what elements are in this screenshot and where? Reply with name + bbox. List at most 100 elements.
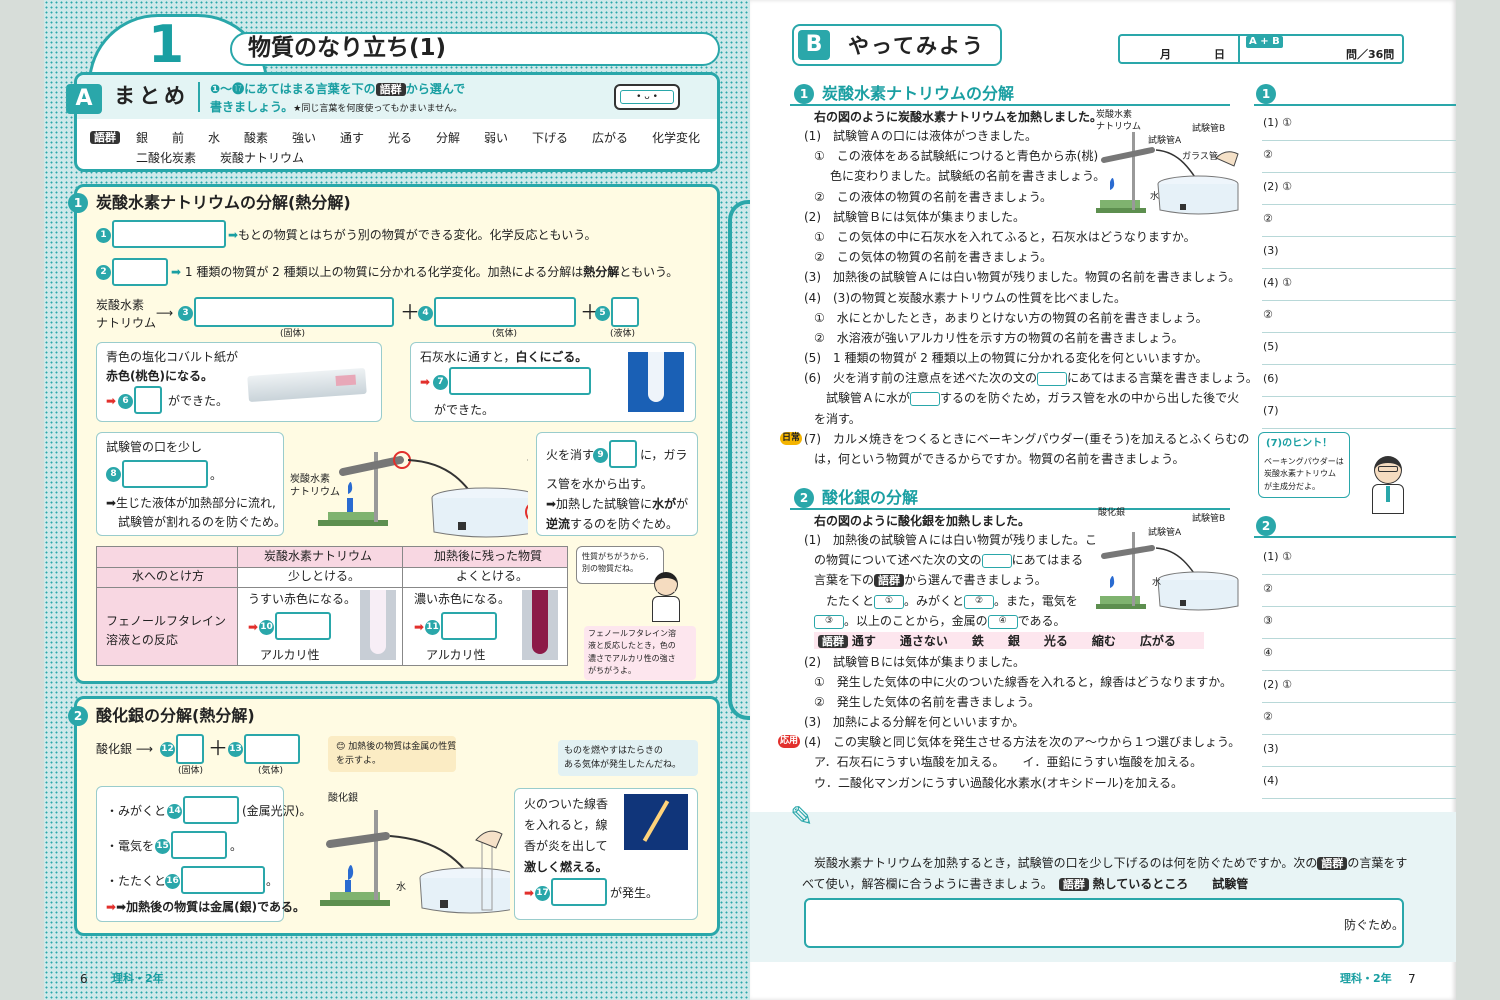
prop-polish: ・みがくと xyxy=(106,804,167,818)
teacher-character-icon xyxy=(1368,456,1408,514)
answer-box-6[interactable] xyxy=(134,386,162,414)
answer-box-12[interactable] xyxy=(176,734,204,764)
blank-1-num: 1 xyxy=(96,228,111,243)
prop-electric: ・電気を xyxy=(106,839,155,853)
blank-7-num: 7 xyxy=(433,375,448,390)
limewater-text-3: ができた。 xyxy=(434,403,495,417)
blank-11-num: 11 xyxy=(425,620,440,635)
plus-sign: ＋ xyxy=(580,300,600,324)
ans1-answer-line[interactable] xyxy=(1262,300,1456,301)
hint-text: ベーキングパウダーは炭酸水素ナトリウムが主成分だよ。 xyxy=(1264,457,1344,491)
ans1-answer-line[interactable] xyxy=(1262,268,1456,269)
hint-title: (7)のヒント！ xyxy=(1266,438,1333,449)
challenge-q2: べて使い，解答欄に合うように書きましょう。 語群 熱しているところ 試験管 xyxy=(802,877,1249,892)
r-q1-1: ① この液体をある試験紙につけると青色から赤(桃) xyxy=(814,149,1099,163)
answer-box-17[interactable] xyxy=(551,878,607,906)
r-intro1: 右の図のように炭酸水素ナトリウムを加熱しました。 xyxy=(814,110,1103,124)
blank-8-num: 8 xyxy=(106,467,121,482)
answer-box-2[interactable] xyxy=(112,258,168,286)
gogun-words-row1: 銀 前 水 酸素 強い 通す 光る 分解 弱い 下げる 広がる 化学変化 xyxy=(136,131,701,145)
page-title: 物質のなり立ち(1) xyxy=(248,35,447,61)
r-gogun: 語群 通す 通さない 鉄 銀 光る 縮む 広がる xyxy=(818,634,1176,649)
note-pink xyxy=(584,626,696,680)
answer-box-9[interactable] xyxy=(609,440,637,468)
ans2-answer-line[interactable] xyxy=(1262,574,1456,575)
section1-number: 1 xyxy=(68,193,88,213)
nichijo-badge: 日常 xyxy=(780,432,803,445)
challenge-answer-box[interactable] xyxy=(804,898,1404,948)
fire-text-1b: に，ガラ xyxy=(640,448,688,462)
fig1-label-glass: ガラス管 xyxy=(1182,152,1218,162)
ans1-answer-line[interactable] xyxy=(1262,172,1456,173)
badge-a: A xyxy=(66,84,102,114)
r-q3: (3) 加熱後の試験管Ａには白い物質が残りました。物質の名前を書きましょう。 xyxy=(804,270,1241,284)
dark-pink-test-tube-photo xyxy=(522,590,558,660)
liquid-label: (液体) xyxy=(610,329,636,339)
plus-sign: ＋ xyxy=(208,736,228,760)
fire-text-3: ➡加熱した試験管に水がが xyxy=(546,497,689,511)
ans2-answer-line[interactable] xyxy=(1262,606,1456,607)
speech-bubble-1 xyxy=(576,546,664,584)
r-q1: (1) 試験管Ａの口には液体がつきました。 xyxy=(804,129,1037,143)
ans2-answer-line[interactable] xyxy=(1262,798,1456,799)
arrow: ➡ xyxy=(524,886,535,900)
ans1-answer-line[interactable] xyxy=(1262,428,1456,429)
ans1-answer-line[interactable] xyxy=(1262,332,1456,333)
ans1-answer-line[interactable] xyxy=(1262,236,1456,237)
fig1-label-A: 試験管A xyxy=(1148,136,1182,146)
r-p2-1: ① 発生した気体の中に火のついた線香を入れると，線香はどうなりますか。 xyxy=(814,675,1233,689)
ans1-answer-line[interactable] xyxy=(1262,140,1456,141)
fig1-label-reactant: 炭酸水素ナトリウム xyxy=(1096,110,1142,132)
fig2-label-A: 試験管A xyxy=(1148,528,1182,538)
arrow: ➡ xyxy=(420,375,431,389)
answer-box-14[interactable] xyxy=(183,796,239,824)
answer-box-4[interactable] xyxy=(434,297,576,327)
table-row1-label: 水へのとけ方 xyxy=(132,569,205,583)
answer-box-11[interactable] xyxy=(441,612,497,640)
note-pink-text: フェノールフタレイン溶液と反応したとき，色の濃さでアルカリ性の強さがちがうよ。 xyxy=(588,629,676,676)
answer-box-10[interactable] xyxy=(275,612,331,640)
score-questions: 問／36問 xyxy=(1346,48,1395,61)
ans1-answer-line[interactable] xyxy=(1262,396,1456,397)
r-apparatus-2-diagram xyxy=(1096,532,1239,611)
silver-oxide-apparatus-diagram xyxy=(320,810,510,914)
ans1-label: (5) xyxy=(1263,340,1279,353)
ans2-label: (4) xyxy=(1263,774,1279,787)
ans1-answer-line[interactable] xyxy=(1262,204,1456,205)
answer-box-7[interactable] xyxy=(449,367,591,395)
blank-2-num: 2 xyxy=(96,265,111,280)
blank-17-num: 17 xyxy=(535,886,550,901)
answer-box-5[interactable] xyxy=(611,297,639,327)
fig2-label-water: 水 xyxy=(1152,578,1162,588)
r-q4-2: ② 水溶液が強いアルカリ性を示す方の物質の名前を書きましょう。 xyxy=(814,331,1184,345)
mouth-text-1: 試験管の口を少し xyxy=(106,440,203,454)
answer-box-8[interactable] xyxy=(122,460,208,488)
score-ab: A + B xyxy=(1246,36,1283,48)
fig2-label-ag: 酸化銀 xyxy=(1098,508,1126,518)
ans2-answer-line[interactable] xyxy=(1262,766,1456,767)
r-q1-1b: 色に変わりました。試験紙の名前を書きましょう。 xyxy=(830,169,1106,183)
ans2-answer-line[interactable] xyxy=(1262,670,1456,671)
prop-polish-b: (金属光沢)。 xyxy=(242,804,312,818)
answer-box-13[interactable] xyxy=(244,734,300,764)
answer-box-3[interactable] xyxy=(194,297,394,327)
pencil-icon: ✎ xyxy=(790,800,814,833)
answer-box-15[interactable] xyxy=(171,831,227,859)
title-bar xyxy=(230,32,720,66)
ans2-label: (1) ① xyxy=(1263,550,1292,563)
r-section2-number: 2 xyxy=(794,488,814,508)
answer-box-16[interactable] xyxy=(181,866,265,894)
ans2-answer-line[interactable] xyxy=(1262,702,1456,703)
ans1-label: (7) xyxy=(1263,404,1279,417)
ans2-answer-line[interactable] xyxy=(1262,638,1456,639)
hint-note-a-text: 😊 加熱後の物質は金属の性質を示すよ。 xyxy=(336,742,457,767)
answer-box-1[interactable] xyxy=(112,220,226,248)
ans1-answer-line[interactable] xyxy=(1262,364,1456,365)
fire-text-4: 逆流するのを防ぐため。 xyxy=(546,517,679,531)
ans2-label: ③ xyxy=(1263,614,1273,627)
r-gogun-band xyxy=(814,632,1204,649)
r-p1a: (1) 加熱後の試験管Ａには白い物質が残りました。こ xyxy=(804,533,1098,547)
ans-section1-number: 1 xyxy=(1256,84,1276,104)
ans2-label: ② xyxy=(1263,582,1273,595)
ans2-answer-line[interactable] xyxy=(1262,734,1456,735)
